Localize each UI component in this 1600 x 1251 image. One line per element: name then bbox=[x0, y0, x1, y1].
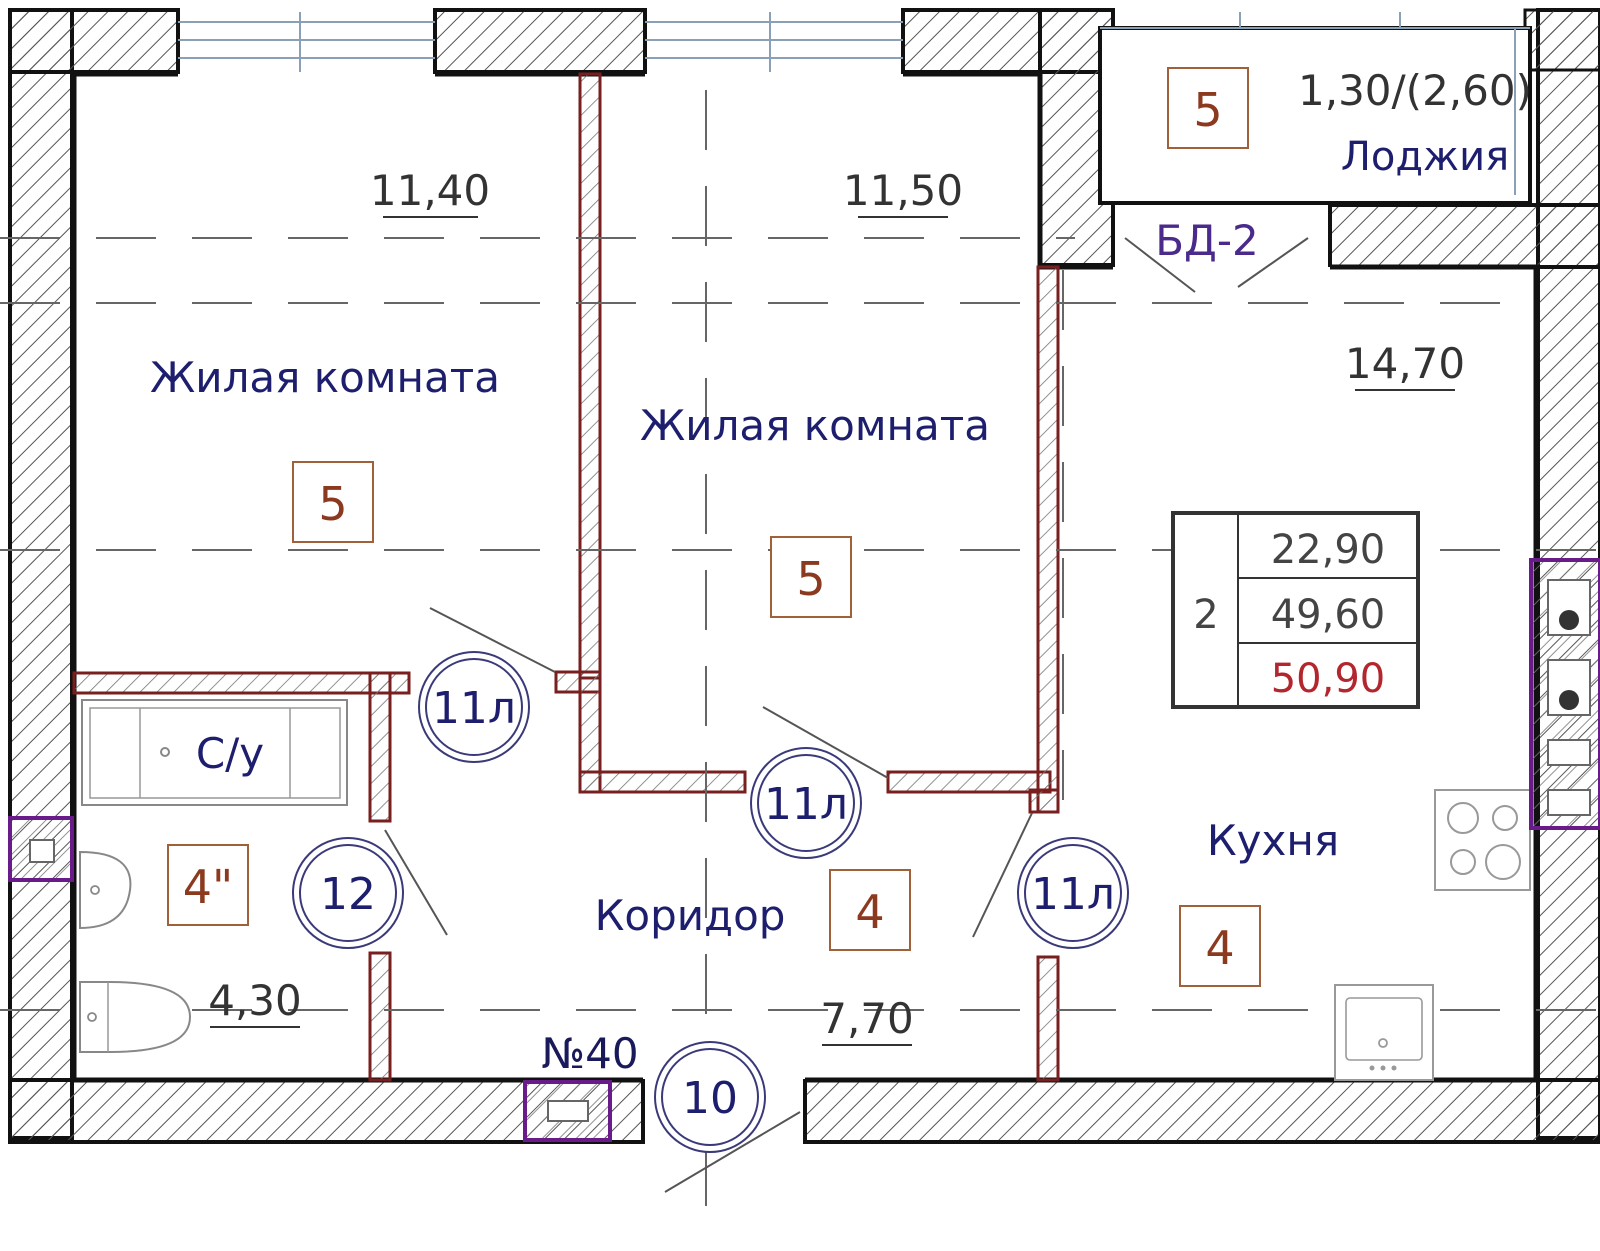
stove-icon bbox=[1434, 789, 1531, 891]
summary-living-area: 22,90 bbox=[1271, 527, 1386, 573]
door-marker-4: 12 bbox=[292, 837, 404, 949]
door-swings bbox=[384, 237, 1309, 1193]
area-living2: 11,50 bbox=[843, 166, 963, 215]
summary-rooms-count: 2 bbox=[1193, 592, 1218, 638]
room-name-living2: Жилая комната bbox=[640, 401, 990, 450]
door-marker-5: 10 bbox=[654, 1041, 766, 1153]
vent-shaft-bathroom-icon bbox=[8, 816, 74, 882]
room-name-bathroom: С/у bbox=[196, 729, 264, 778]
svg-text:12: 12 bbox=[320, 869, 376, 920]
vent-shaft-corridor-icon bbox=[523, 1080, 612, 1142]
area-kitchen: 14,70 bbox=[1345, 339, 1465, 388]
svg-text:11л: 11л bbox=[764, 779, 848, 830]
room-name-living1: Жилая комната bbox=[150, 353, 500, 402]
svg-text:11л: 11л bbox=[432, 683, 516, 734]
partitions bbox=[72, 72, 1060, 1082]
area-summary-table: 2 22,90 49,60 50,90 bbox=[1171, 511, 1420, 709]
room-labels: Жилая комната Жилая комната Кухня Коридо… bbox=[150, 134, 1509, 940]
area-corridor: 7,70 bbox=[820, 994, 914, 1043]
class-living2: 5 bbox=[796, 552, 825, 606]
summary-total-with-loggia: 50,90 bbox=[1271, 656, 1386, 702]
class-kitchen: 4 bbox=[1205, 921, 1234, 975]
room-name-corridor: Коридор bbox=[595, 891, 786, 940]
room-name-loggia: Лоджия bbox=[1341, 134, 1509, 180]
sink-icon bbox=[79, 850, 132, 930]
windows bbox=[178, 12, 903, 72]
area-living1: 11,40 bbox=[370, 166, 490, 215]
apartment-number: №40 bbox=[541, 1029, 638, 1078]
class-loggia: 5 bbox=[1193, 83, 1222, 137]
area-values: 11,40 11,50 14,70 7,70 4,30 1,30/(2,60) bbox=[208, 66, 1532, 1046]
room-name-kitchen: Кухня bbox=[1207, 816, 1339, 865]
class-bathroom: 4" bbox=[183, 860, 233, 914]
area-bathroom: 4,30 bbox=[208, 976, 302, 1025]
door-markers: 11л 11л 11л 12 10 bbox=[292, 651, 1129, 1153]
balcony-door-label: БД-2 bbox=[1155, 216, 1259, 265]
area-loggia: 1,30/(2,60) bbox=[1298, 66, 1532, 115]
vent-shaft-kitchen-icon bbox=[1529, 558, 1600, 830]
class-corridor: 4 bbox=[855, 885, 884, 939]
door-marker-3: 11л bbox=[1017, 837, 1129, 949]
finish-classes: 5 5 4 4 4" 5 bbox=[167, 67, 1261, 987]
bathtub-icon bbox=[81, 699, 348, 806]
toilet-icon bbox=[79, 981, 192, 1053]
outer-walls bbox=[8, 8, 1600, 1144]
kitchen-sink-icon bbox=[1334, 984, 1434, 1081]
class-living1: 5 bbox=[318, 477, 347, 531]
svg-text:11л: 11л bbox=[1031, 869, 1115, 920]
summary-total-area: 49,60 bbox=[1271, 592, 1386, 638]
door-marker-2: 11л bbox=[750, 747, 862, 859]
door-marker-1: 11л bbox=[418, 651, 530, 763]
svg-text:10: 10 bbox=[682, 1073, 738, 1124]
